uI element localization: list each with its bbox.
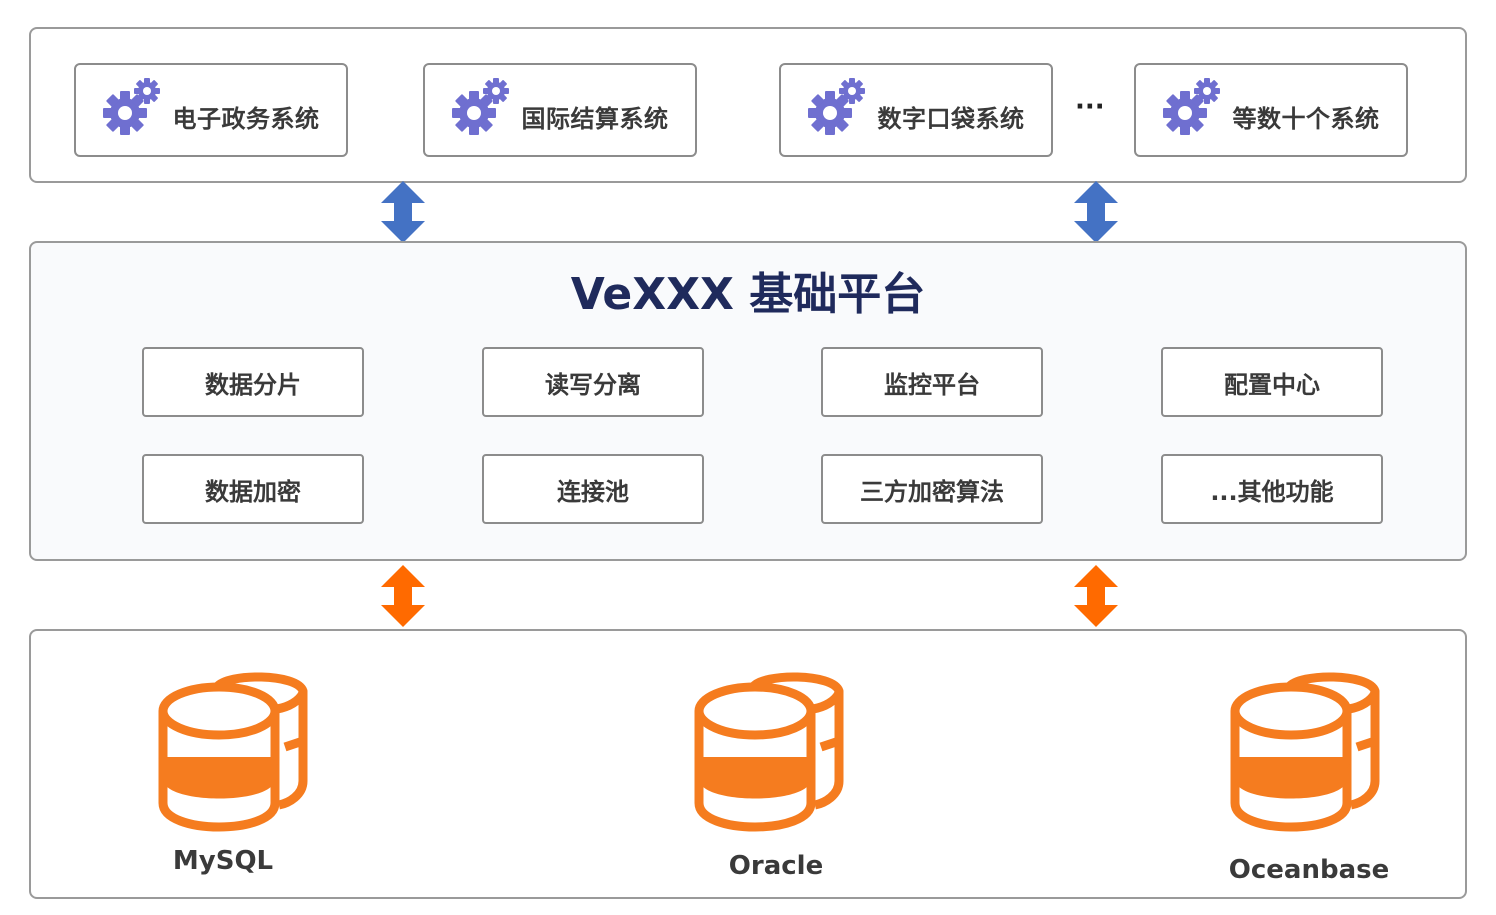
double-arrow-icon <box>1074 565 1118 627</box>
gear-icon <box>807 78 865 135</box>
system-box-egov: 电子政务系统 <box>74 63 348 157</box>
feature-monitoring: 监控平台 <box>821 347 1043 417</box>
gear-icon <box>1162 78 1220 135</box>
database-label-oceanbase: Oceanbase <box>1228 855 1390 885</box>
database-icon <box>157 669 309 835</box>
system-label: 电子政务系统 <box>172 104 320 133</box>
system-box-settlement: 国际结算系统 <box>423 63 697 157</box>
system-box-pocket: 数字口袋系统 <box>779 63 1053 157</box>
double-arrow-icon <box>1074 181 1118 243</box>
feature-others: ...其他功能 <box>1161 454 1383 524</box>
database-label-oracle: Oracle <box>728 851 824 881</box>
feature-third-party-crypto: 三方加密算法 <box>821 454 1043 524</box>
feature-rw-split: 读写分离 <box>482 347 704 417</box>
feature-encryption: 数据加密 <box>142 454 364 524</box>
system-box-others: 等数十个系统 <box>1134 63 1408 157</box>
double-arrow-icon <box>381 181 425 243</box>
system-label: 数字口袋系统 <box>877 104 1025 133</box>
feature-connection-pool: 连接池 <box>482 454 704 524</box>
platform-title: VeXXX 基础平台 <box>570 269 926 320</box>
double-arrow-icon <box>381 565 425 627</box>
system-label: 等数十个系统 <box>1232 104 1380 133</box>
gear-icon <box>102 78 160 135</box>
system-label: 国际结算系统 <box>521 104 669 133</box>
systems-ellipsis: ··· <box>1075 92 1105 122</box>
gear-icon <box>451 78 509 135</box>
feature-config-center: 配置中心 <box>1161 347 1383 417</box>
feature-sharding: 数据分片 <box>142 347 364 417</box>
database-label-mysql: MySQL <box>172 846 274 876</box>
database-icon <box>1229 669 1381 835</box>
database-icon <box>693 669 845 835</box>
